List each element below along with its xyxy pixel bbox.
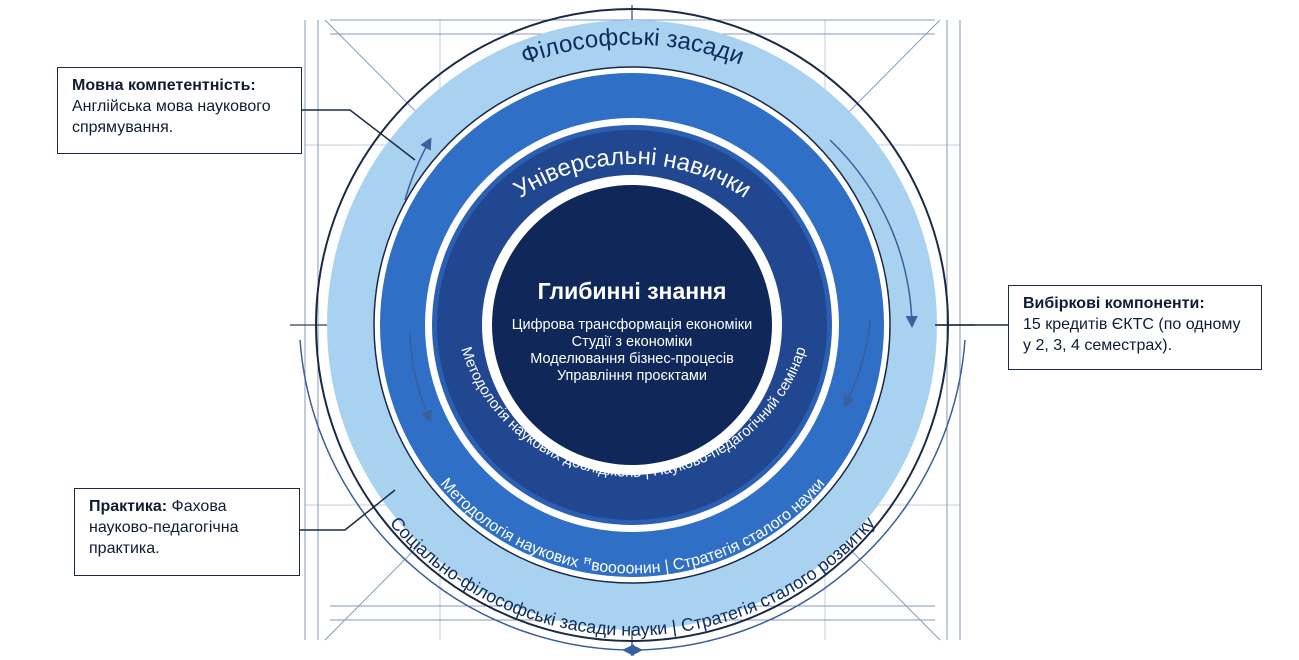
callout-connectors xyxy=(300,109,1008,531)
core-item: Моделювання бізнес-процесів xyxy=(530,351,734,367)
language-callout: Мовна компетентність: Англійська мова на… xyxy=(57,67,302,154)
core-item: Цифрова трансформація економіки xyxy=(512,317,752,333)
practice-callout: Практика: Фахова науково-педагогічна пра… xyxy=(74,488,300,576)
language-callout-text: Англійська мова наукового спрямування. xyxy=(72,98,271,136)
core-list: Цифрова трансформація економіки Студії з… xyxy=(512,317,752,384)
practice-callout-text: Фахова науково-педагогічна практика. xyxy=(89,498,239,557)
electives-callout: Вибіркові компоненти: 15 кредитів ЄКТС (… xyxy=(1008,285,1262,370)
electives-callout-text: 15 кредитів ЄКТС (по одному у 2, 3, 4 се… xyxy=(1023,316,1241,354)
core-item: Управління проєктами xyxy=(557,368,707,384)
language-callout-title: Мовна компетентність: xyxy=(72,77,256,94)
core-item: Студії з економіки xyxy=(572,334,693,350)
electives-callout-title: Вибіркові компоненти: xyxy=(1023,295,1205,312)
ring-arrows xyxy=(299,137,966,657)
core-title: Глибинні знання xyxy=(538,278,727,304)
practice-callout-title: Практика: xyxy=(89,498,168,515)
core-circle xyxy=(492,185,772,465)
